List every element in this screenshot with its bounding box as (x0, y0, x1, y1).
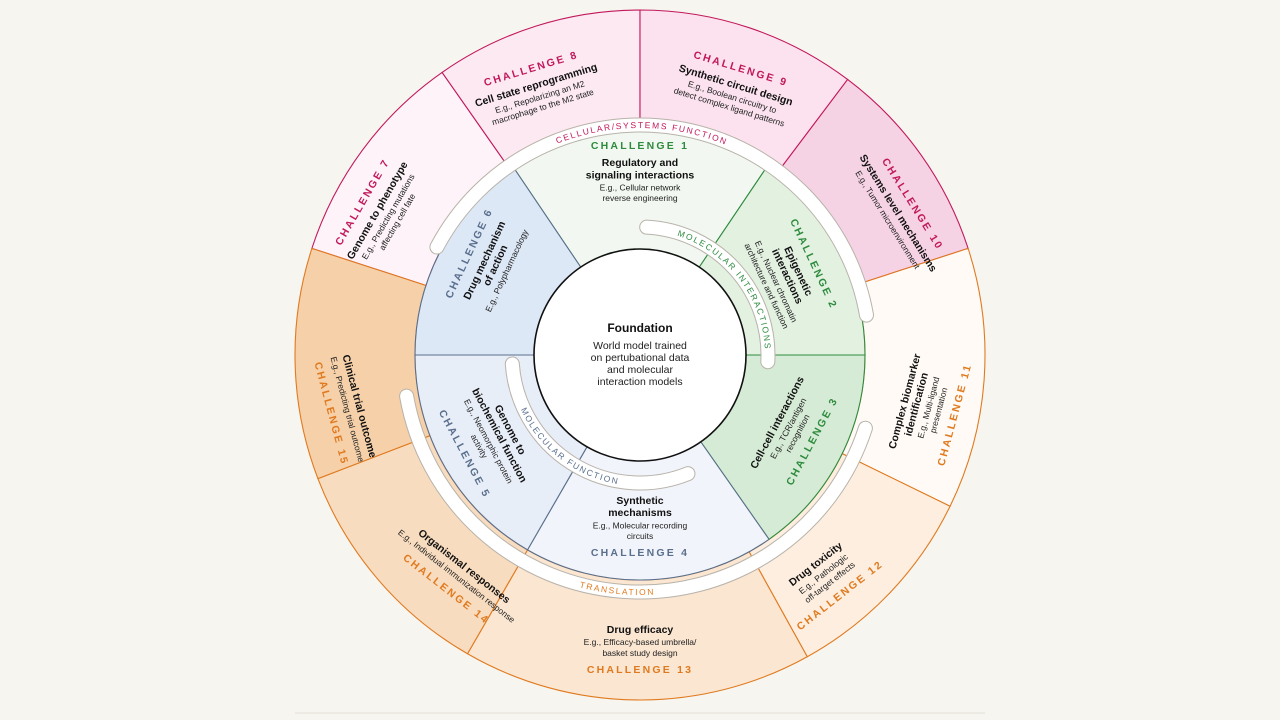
challenge-1-title: signaling interactions (586, 169, 695, 181)
foundation-line-4: interaction models (597, 376, 682, 388)
foundation-circle: Foundation World model trained on pertub… (533, 248, 747, 462)
challenge-1-title: Regulatory and (602, 157, 678, 169)
foundation-line-2: on pertubational data (591, 352, 690, 364)
challenge-4-title: mechanisms (608, 507, 672, 519)
challenge-4-title: Synthetic (616, 495, 663, 507)
foundation-line-3: and molecular (607, 364, 673, 376)
challenge-4-example: circuits (627, 531, 653, 541)
challenge-1-number: CHALLENGE 1 (591, 140, 689, 152)
challenge-4-number: CHALLENGE 4 (591, 547, 689, 559)
challenge-13-number: CHALLENGE 13 (587, 664, 693, 676)
challenge-1-example: reverse engineering (602, 193, 677, 203)
cellular-systems-band (430, 118, 874, 322)
foundation-disc (533, 248, 747, 462)
challenge-4-example: E.g., Molecular recording (593, 520, 688, 530)
challenge-1-example: E.g., Cellular network (600, 182, 682, 192)
molecular-interactions-band (640, 220, 775, 369)
translation-band (400, 389, 872, 599)
challenge-13-example: E.g., Efficacy-based umbrella/ (584, 637, 697, 647)
foundation-title: Foundation (607, 321, 672, 335)
molecular-function-band (505, 357, 695, 490)
challenge-13-title: Drug efficacy (607, 624, 674, 636)
challenge-13-example: basket study design (602, 648, 677, 658)
foundation-line-1: World model trained (593, 340, 687, 352)
